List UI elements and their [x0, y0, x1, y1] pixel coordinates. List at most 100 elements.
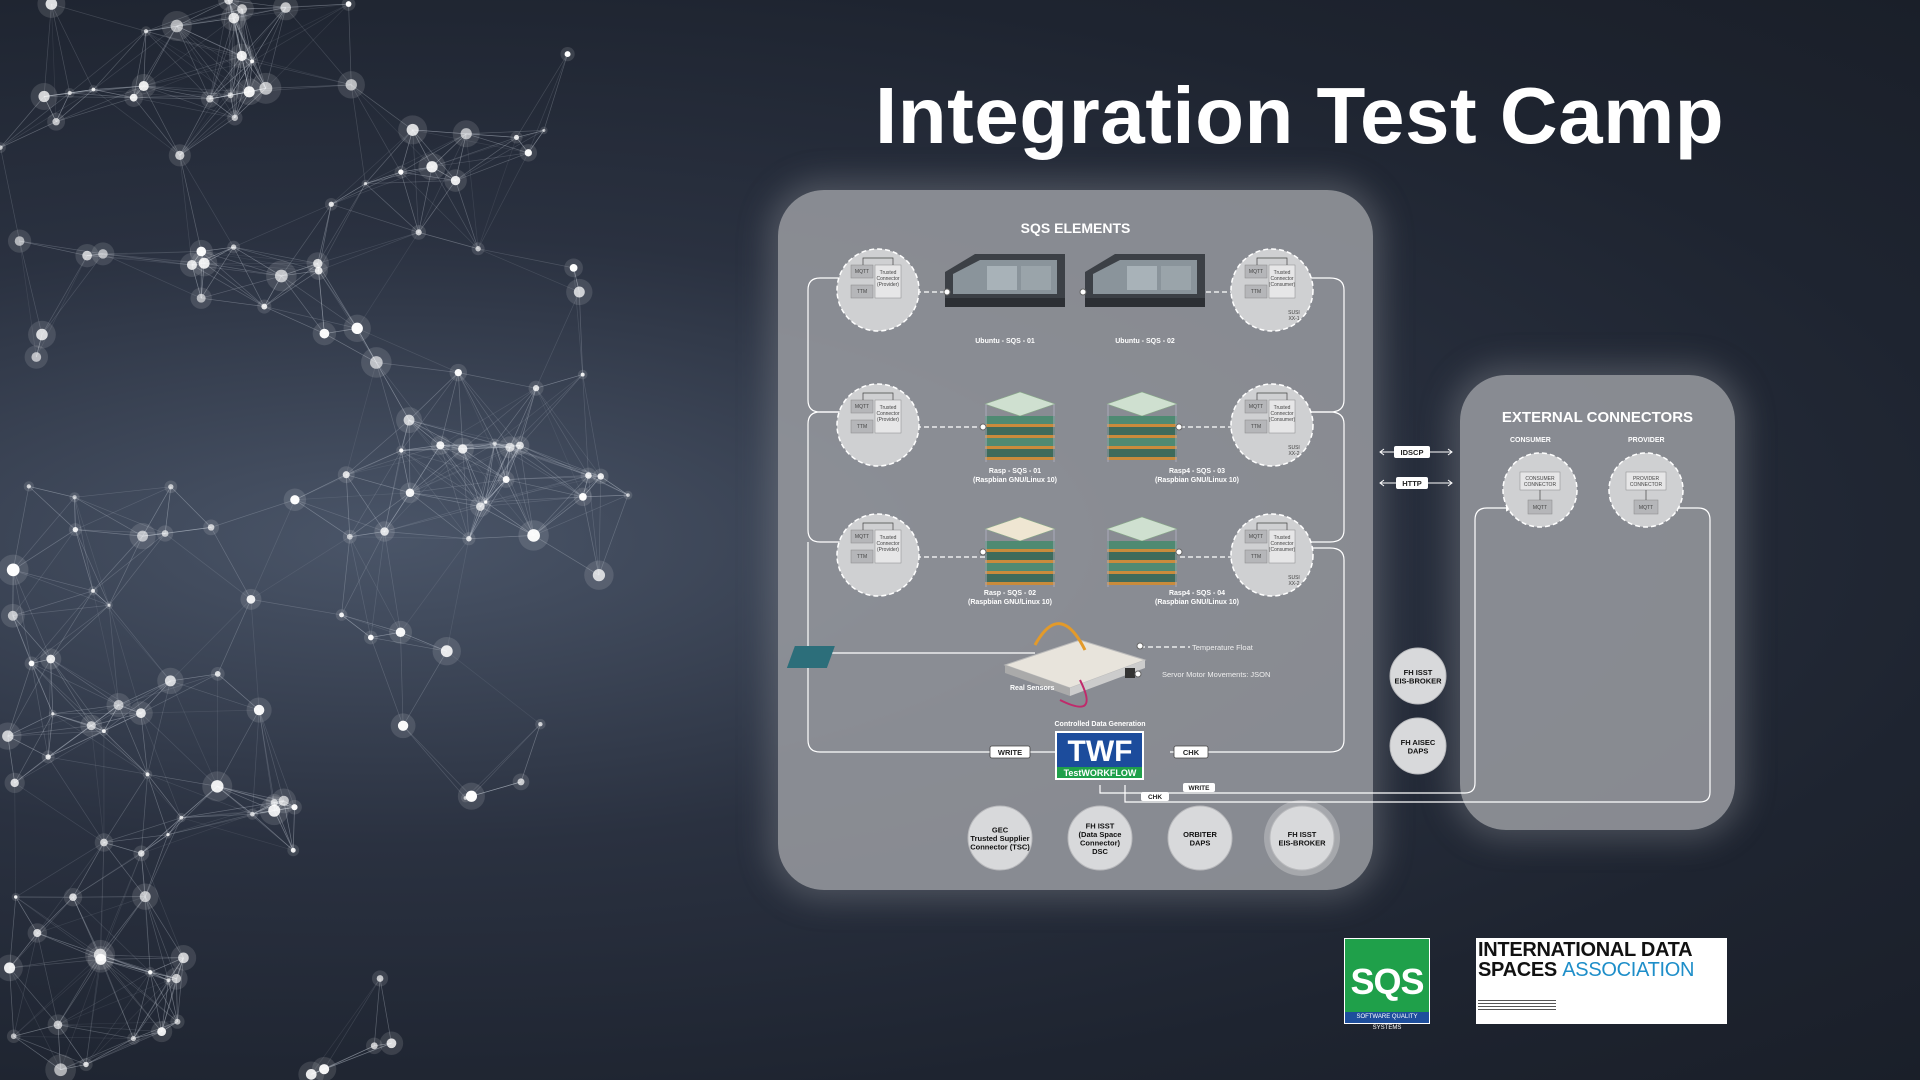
sqs-logo: SQS SOFTWARE QUALITY SYSTEMS: [1344, 938, 1430, 1031]
svg-text:Trusted: Trusted: [1274, 405, 1291, 411]
svg-text:ORBITER: ORBITER: [1183, 830, 1217, 839]
consumer-label: CONSUMER: [1510, 437, 1551, 444]
external-connectors-title: EXTERNAL CONNECTORS: [1501, 409, 1694, 426]
svg-text:(Consumer): (Consumer): [1269, 417, 1296, 423]
svg-text:XX-1: XX-1: [1288, 316, 1299, 322]
svg-text:CONNECTOR: CONNECTOR: [1630, 482, 1663, 488]
svg-text:MQTT: MQTT: [855, 534, 869, 540]
chk-tag: CHK: [1183, 748, 1200, 757]
svg-text:DAPS: DAPS: [1190, 838, 1211, 847]
svg-text:MQTT: MQTT: [1249, 534, 1263, 540]
provider-label: PROVIDER: [1628, 437, 1665, 444]
svg-text:(Consumer): (Consumer): [1269, 547, 1296, 553]
svg-text:CONSUMER: CONSUMER: [1525, 476, 1555, 482]
ids-logo-line1: INTERNATIONAL DATA: [1478, 939, 1693, 961]
svg-text:MQTT: MQTT: [1249, 404, 1263, 410]
ids-association-logo: INTERNATIONAL DATA SPACES ASSOCIATION: [1476, 938, 1727, 1024]
svg-text:Connector: Connector: [1270, 276, 1293, 282]
svg-text:Rasp - SQS - 02: Rasp - SQS - 02: [984, 590, 1036, 597]
svg-text:Trusted: Trusted: [880, 270, 897, 276]
http-tag: HTTP: [1402, 479, 1422, 488]
svg-text:Connector): Connector): [1080, 838, 1121, 847]
svg-text:TTM: TTM: [857, 289, 867, 295]
svg-text:GEC: GEC: [992, 826, 1009, 835]
sqs-logo-mark: SQS: [1350, 961, 1424, 1002]
chk-tag-external: CHK: [1148, 794, 1162, 801]
connector-consumer-1: MQTTTTMTrustedConnector(Consumer)SUSIXX-…: [1230, 248, 1314, 332]
raspberry-stack-1: Rasp - SQS - 01(Raspbian GNU/Linux 10): [973, 391, 1057, 484]
servo-label: Servor Motor Movements: JSON: [1162, 670, 1270, 679]
svg-text:SUSI: SUSI: [1288, 310, 1300, 316]
svg-text:SUSI: SUSI: [1288, 575, 1300, 581]
svg-text:(Provider): (Provider): [877, 417, 899, 423]
svg-text:CONNECTOR: CONNECTOR: [1524, 482, 1557, 488]
twf-logo: TWF: [1068, 735, 1133, 768]
external-connector-nodes: CONSUMERCONNECTORMQTTPROVIDERCONNECTORMQ…: [1502, 452, 1684, 528]
svg-text:DAPS: DAPS: [1408, 746, 1429, 755]
ids-logo-line2: SPACES ASSOCIATION: [1478, 960, 1694, 980]
svg-text:EIS-BROKER: EIS-BROKER: [1278, 838, 1326, 847]
raspberry-stack-2: Rasp4 - SQS - 03 (Raspbian GNU/Linux 10): [1106, 391, 1239, 484]
twf-caption: Controlled Data Generation: [1054, 721, 1145, 728]
real-sensors-board: Real Sensors Temperature Float Servor Mo…: [786, 622, 1270, 708]
svg-text:MQTT: MQTT: [1639, 505, 1653, 511]
twf-testworkflow: Controlled Data Generation TWF TestWORKF…: [1054, 721, 1146, 780]
svg-text:(Raspbian GNU/Linux 10): (Raspbian GNU/Linux 10): [1155, 477, 1239, 484]
external-connectors-panel: EXTERNAL CONNECTORS CONSUMER PROVIDER: [1460, 375, 1735, 830]
network-rails: [807, 277, 1711, 803]
page-title: Integration Test Camp: [875, 71, 1725, 160]
network-background-illustration: [0, 0, 633, 1080]
svg-text:TTM: TTM: [1251, 424, 1261, 430]
svg-text:Rasp4 - SQS - 03: Rasp4 - SQS - 03: [1169, 468, 1225, 475]
svg-text:TTM: TTM: [1251, 554, 1261, 560]
svg-text:Rasp4 - SQS - 04: Rasp4 - SQS - 04: [1169, 590, 1225, 597]
svg-text:Connector: Connector: [1270, 411, 1293, 417]
svg-text:FH ISST: FH ISST: [1288, 830, 1317, 839]
ids-logo-association: ASSOCIATION: [1562, 959, 1695, 981]
server-label: Ubuntu - SQS - 02: [1115, 338, 1175, 345]
svg-text:Rasp - SQS - 01: Rasp - SQS - 01: [989, 468, 1041, 475]
svg-text:XX-2: XX-2: [1288, 581, 1299, 587]
idscp-tag: IDSCP: [1401, 448, 1424, 457]
sqs-elements-title: SQS ELEMENTS: [1020, 220, 1131, 236]
svg-text:Trusted: Trusted: [1274, 270, 1291, 276]
svg-text:Connector (TSC): Connector (TSC): [970, 843, 1030, 852]
svg-text:MQTT: MQTT: [855, 269, 869, 275]
svg-text:(Data Space: (Data Space: [1079, 830, 1122, 839]
protocol-tags: WRITE CHK WRITE CHK IDSCP HTTP: [989, 446, 1453, 801]
svg-text:SUSI: SUSI: [1288, 445, 1300, 451]
svg-text:Connector: Connector: [876, 276, 899, 282]
svg-text:(Raspbian GNU/Linux 10): (Raspbian GNU/Linux 10): [968, 599, 1052, 606]
svg-text:Trusted: Trusted: [1274, 535, 1291, 541]
svg-text:(Provider): (Provider): [877, 547, 899, 553]
svg-text:FH ISST: FH ISST: [1404, 668, 1433, 677]
ubuntu-server-2: Ubuntu - SQS - 02: [1079, 254, 1205, 345]
svg-text:Trusted Supplier: Trusted Supplier: [970, 834, 1029, 843]
ids-logo-spaces: SPACES: [1478, 959, 1557, 981]
real-sensors-label: Real Sensors: [1010, 685, 1054, 692]
connector-consumer-2: MQTTTTMTrustedConnector(Consumer)SUSIXX-…: [1230, 383, 1314, 467]
ids-logo-bars: [1478, 1000, 1556, 1012]
raspberry-stack-4: Rasp4 - SQS - 04 (Raspbian GNU/Linux 10): [1106, 516, 1239, 606]
svg-text:FH ISST: FH ISST: [1086, 821, 1115, 830]
connector-consumer-3: MQTTTTMTrustedConnector(Consumer)SUSIXX-…: [1230, 513, 1314, 597]
svg-text:TTM: TTM: [857, 424, 867, 430]
raspberry-stack-3: Rasp - SQS - 02 (Raspbian GNU/Linux 10): [968, 516, 1056, 606]
svg-text:(Consumer): (Consumer): [1269, 282, 1296, 288]
svg-text:TTM: TTM: [1251, 289, 1261, 295]
write-tag-external: WRITE: [1189, 785, 1211, 792]
svg-text:EIS-BROKER: EIS-BROKER: [1394, 676, 1442, 685]
svg-text:(Raspbian GNU/Linux 10): (Raspbian GNU/Linux 10): [1155, 599, 1239, 606]
